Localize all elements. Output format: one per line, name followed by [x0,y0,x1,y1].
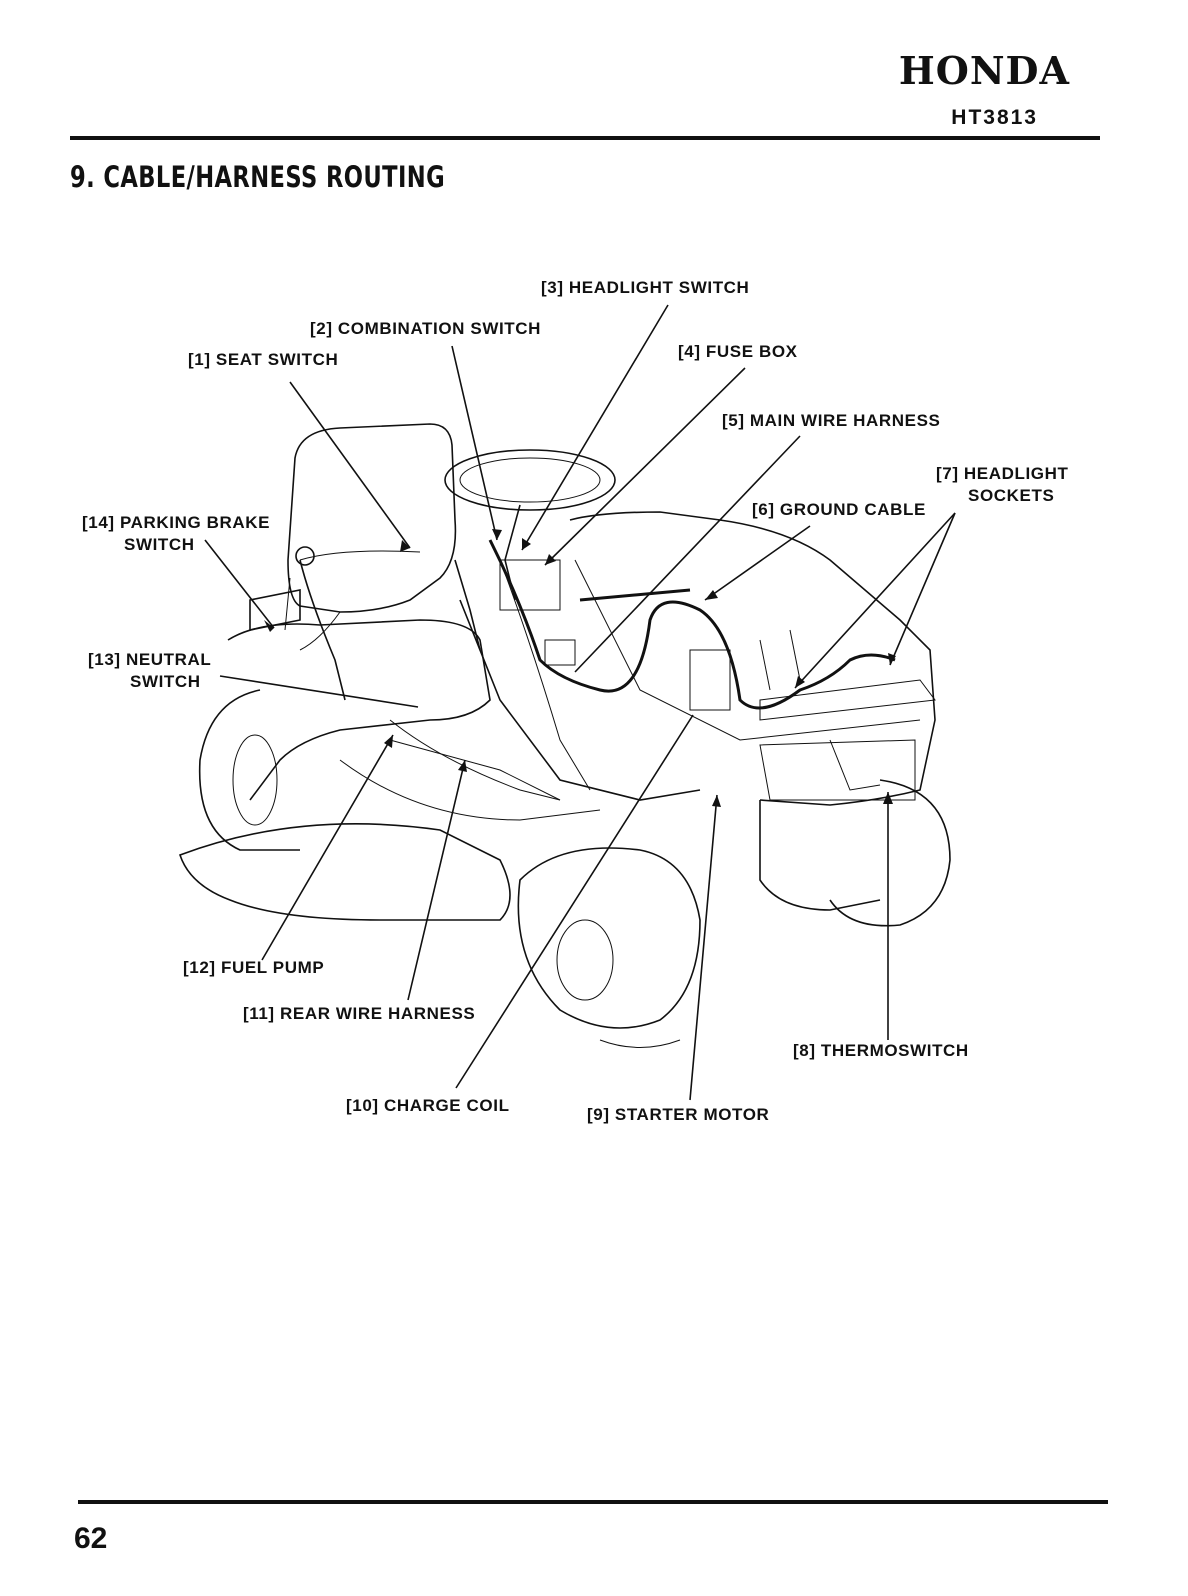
callout-neutral-switch: [13] NEUTRAL SWITCH [88,649,211,693]
rear-wheel [198,689,300,851]
callout-headlight-switch: [3] HEADLIGHT SWITCH [541,278,750,297]
callout-parking-brake-switch: [14] PARKING BRAKE SWITCH [82,512,270,556]
steering-wheel [444,449,616,601]
callout-charge-coil: [10] CHARGE COIL [346,1096,510,1115]
callout-fuel-pump: [12] FUEL PUMP [183,958,325,977]
callout-neutral-switch-line1: [13] NEUTRAL [88,650,212,669]
callout-ground-cable: [6] GROUND CABLE [752,500,926,519]
hood [569,511,936,911]
callout-starter-motor: [9] STARTER MOTOR [587,1105,770,1124]
callout-headlight-sockets-line1: [7] HEADLIGHT [936,464,1069,483]
callout-parking-brake-switch-line2: SWITCH [124,535,195,554]
header-rule [70,136,1100,140]
callout-combination-switch: [2] COMBINATION SWITCH [310,319,542,338]
rear-fender [178,619,511,921]
shift-levers [284,546,481,701]
callout-headlight-sockets: [7] HEADLIGHT SOCKETS [936,463,1068,507]
wire-harness [389,539,896,801]
frame [249,589,701,821]
footer-rule [78,1500,1108,1504]
page-number: 62 [74,1522,108,1555]
brand-logo: HONDA [898,48,1070,93]
seat-illustration [287,423,457,651]
right-front-wheel [829,779,951,927]
section-title: 9. CABLE/HARNESS ROUTING [70,160,446,194]
callout-seat-switch: [1] SEAT SWITCH [188,350,339,369]
callout-main-wire-harness: [5] MAIN WIRE HARNESS [722,411,941,430]
callout-rear-wire-harness: [11] REAR WIRE HARNESS [243,1004,476,1023]
callout-parking-brake-switch-line1: [14] PARKING BRAKE [82,513,271,532]
callout-headlight-sockets-line2: SOCKETS [968,486,1055,505]
callout-thermoswitch: [8] THERMOSWITCH [793,1041,969,1060]
leader-lines [204,304,956,1101]
front-wheel [517,847,701,1048]
callout-fuse-box: [4] FUSE BOX [678,342,798,361]
callout-neutral-switch-line2: SWITCH [130,672,201,691]
model-number: HT3813 [951,106,1038,129]
